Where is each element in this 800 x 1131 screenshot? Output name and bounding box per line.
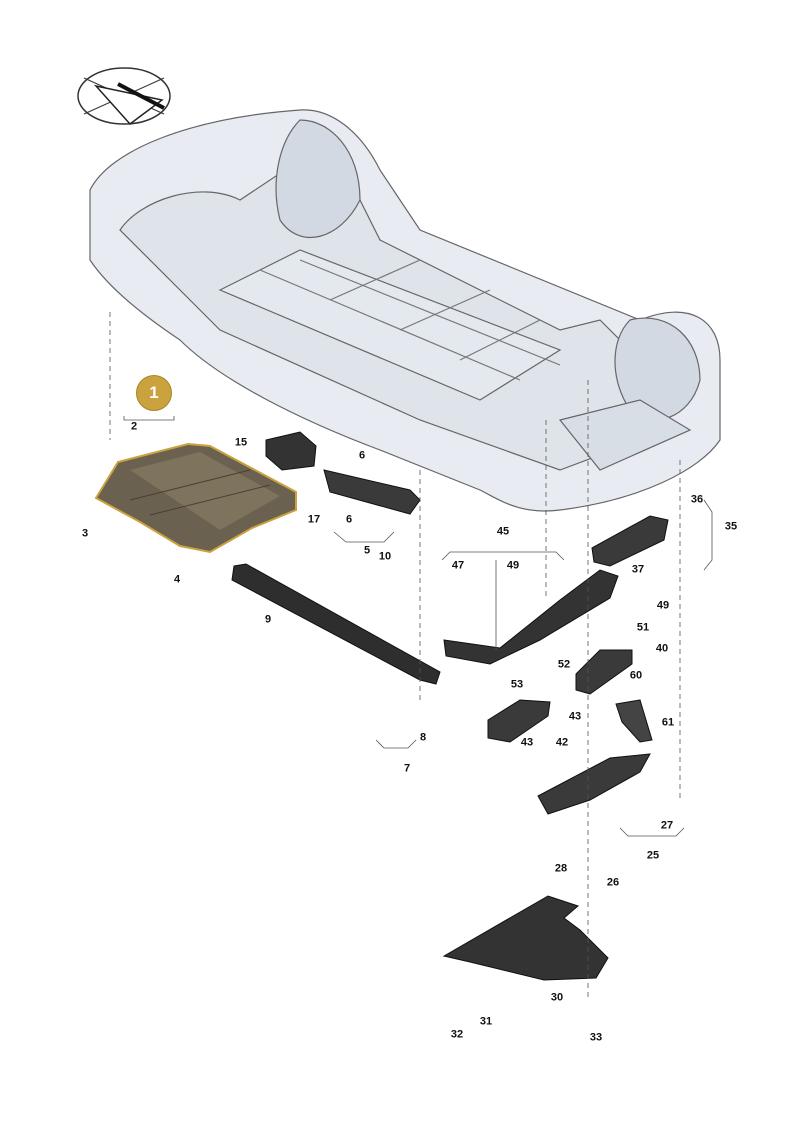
callout-52[interactable]: 52 (557, 658, 571, 671)
part-15-bracket[interactable] (265, 431, 317, 471)
orientation-icon (77, 67, 171, 126)
callout-49a[interactable]: 49 (506, 559, 520, 572)
vehicle-underbody (89, 109, 721, 512)
highlight-badge[interactable]: 1 (136, 375, 172, 411)
callout-27[interactable]: 27 (660, 819, 674, 832)
callout-10[interactable]: 10 (378, 550, 392, 563)
callout-6b[interactable]: 6 (345, 513, 353, 526)
callout-61[interactable]: 61 (661, 716, 675, 729)
callout-25[interactable]: 25 (646, 849, 660, 862)
callout-7[interactable]: 7 (403, 762, 411, 775)
callout-43a[interactable]: 43 (568, 710, 582, 723)
part-42-bracket[interactable] (487, 699, 551, 743)
callout-6a[interactable]: 6 (358, 449, 366, 462)
callout-26[interactable]: 26 (606, 876, 620, 889)
callout-4[interactable]: 4 (173, 573, 181, 586)
underbody-panel-highlighted[interactable] (94, 442, 297, 554)
callout-30[interactable]: 30 (550, 991, 564, 1004)
part-45-rail[interactable] (443, 569, 619, 665)
part-5-bracket[interactable] (323, 469, 421, 515)
part-30-cover[interactable] (442, 895, 609, 981)
callout-36[interactable]: 36 (690, 493, 704, 506)
callout-5[interactable]: 5 (363, 544, 371, 557)
callout-60[interactable]: 60 (629, 669, 643, 682)
callout-51[interactable]: 51 (636, 621, 650, 634)
callout-32[interactable]: 32 (450, 1028, 464, 1041)
callout-53[interactable]: 53 (510, 678, 524, 691)
callout-31[interactable]: 31 (479, 1015, 493, 1028)
callout-47[interactable]: 47 (451, 559, 465, 572)
callout-43b[interactable]: 43 (520, 736, 534, 749)
callout-28[interactable]: 28 (554, 862, 568, 875)
part-35-bracket[interactable] (591, 515, 669, 567)
callout-45[interactable]: 45 (496, 525, 510, 538)
callout-17[interactable]: 17 (307, 513, 321, 526)
callout-9[interactable]: 9 (264, 613, 272, 626)
callout-33[interactable]: 33 (589, 1031, 603, 1044)
callout-37[interactable]: 37 (631, 563, 645, 576)
callout-3[interactable]: 3 (81, 527, 89, 540)
part-40-bracket[interactable] (575, 649, 633, 695)
callout-35[interactable]: 35 (724, 520, 738, 533)
part-25-cover[interactable] (537, 753, 651, 815)
callout-49b[interactable]: 49 (656, 599, 670, 612)
callout-8[interactable]: 8 (419, 731, 427, 744)
callout-15[interactable]: 15 (234, 436, 248, 449)
part-60-bracket[interactable] (615, 699, 653, 743)
callout-42[interactable]: 42 (555, 736, 569, 749)
part-7-side-strip[interactable] (231, 563, 441, 685)
leader-lines (109, 312, 713, 1000)
callout-2[interactable]: 2 (130, 420, 138, 433)
callout-40[interactable]: 40 (655, 642, 669, 655)
